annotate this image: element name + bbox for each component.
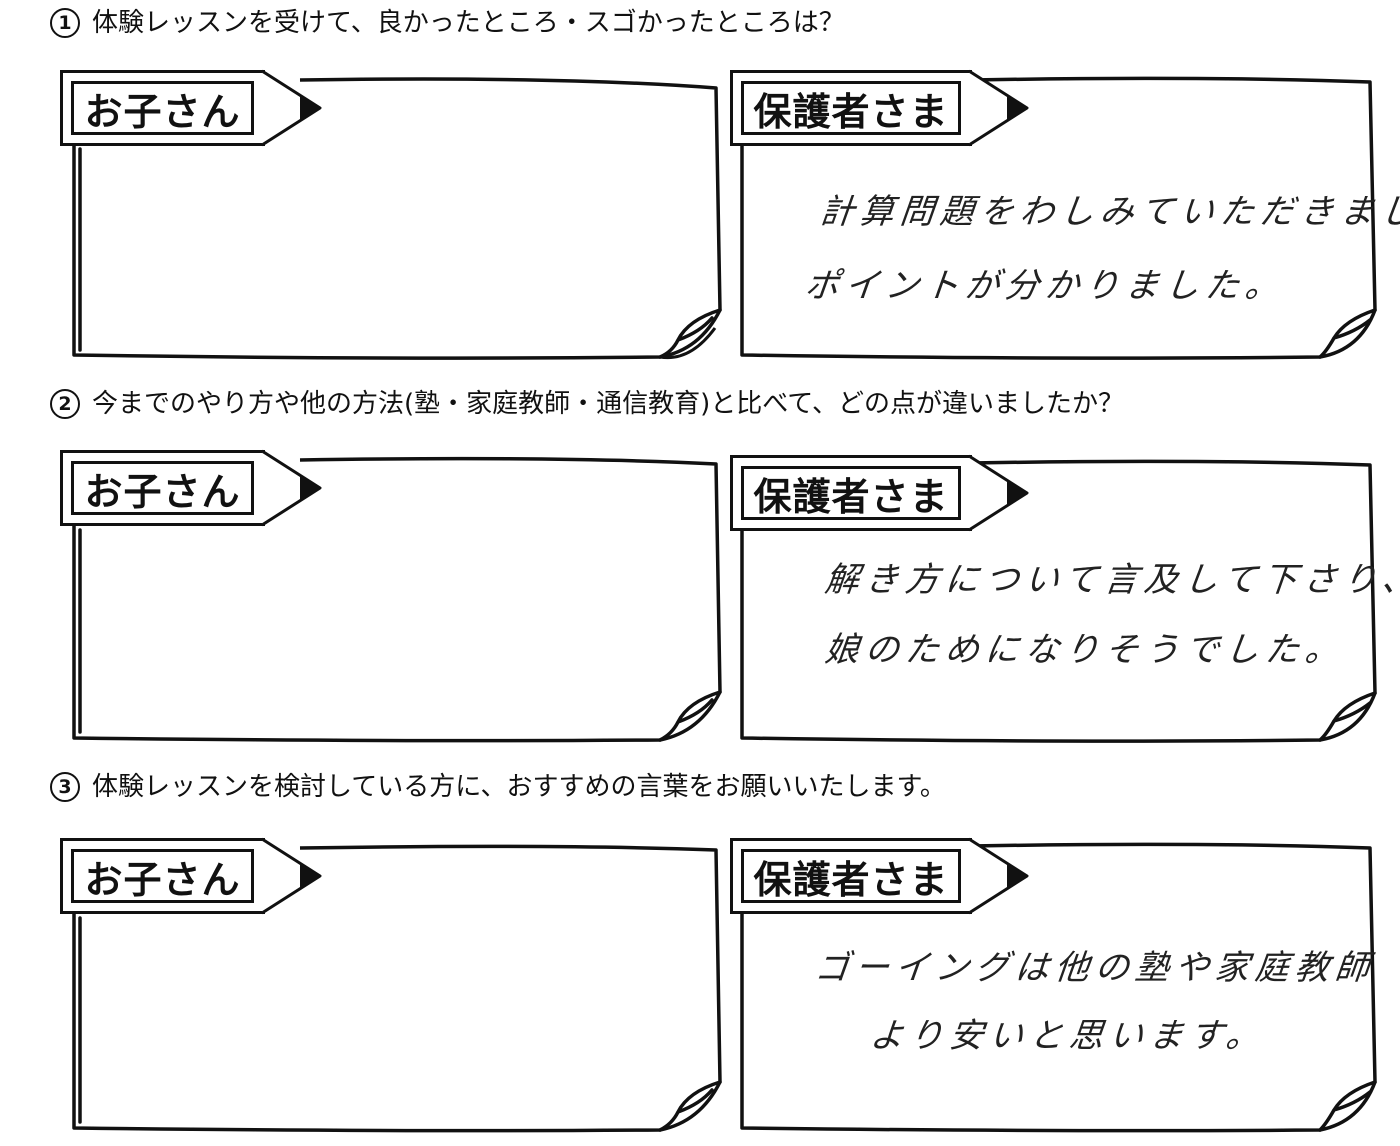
question-number: 2 [50,389,80,419]
pencil-tip-icon [968,69,1029,147]
child-answer-box-3[interactable]: お子さん [60,837,725,1138]
pencil-tip-icon [261,449,322,527]
question-number: 1 [50,8,80,38]
parent-tag: 保護者さま [730,454,1030,535]
child-label: お子さん [84,469,241,514]
parent-label: 保護者さま [753,89,949,134]
pencil-tip-icon [261,837,322,915]
question-text: 体験レッスンを受けて、良かったところ・スゴかったところは？ [92,8,845,38]
parent-answer-line-1: ゴーイングは他の塾や家庭教師 [812,948,1378,988]
parent-answer-box-2[interactable]: 保護者さま 解き方について言及して下さり、 娘のためになりそうでした。 [730,454,1400,748]
pencil-tip-icon [261,69,322,147]
parent-answer-line-2: より安いと思います。 [867,1016,1269,1056]
parent-answer-line-2: ポイントが分かりました。 [802,266,1288,306]
parent-answer-line-1: 計算問題をわしみていただきました [817,192,1400,232]
answer-box-outline [740,842,1377,1133]
child-tag: お子さん [60,837,330,918]
question-3: 3 体験レッスンを検討している方に、おすすめの言葉をお願いいたします。 [50,770,946,804]
parent-tag: 保護者さま [730,69,1030,150]
question-text: 今までのやり方や他の方法(塾・家庭教師・通信教育)と比べて、どの点が違いましたか… [92,389,1124,419]
parent-answer-line-2: 娘のためになりそうでした。 [822,630,1348,670]
parent-tag: 保護者さま [730,837,1030,918]
answer-box-outline [72,456,722,743]
child-answer-box-2[interactable]: お子さん [60,449,725,748]
answer-box-outline [72,844,722,1133]
parent-answer-line-1: 解き方について言及して下さり、 [822,560,1400,600]
question-2: 2 今までのやり方や他の方法(塾・家庭教師・通信教育)と比べて、どの点が違いました… [50,387,1124,421]
answer-box-outline [740,76,1377,360]
child-tag: お子さん [60,449,330,530]
child-answer-box-1[interactable]: お子さん [60,69,725,365]
answer-box-outline [72,77,722,360]
parent-answer-box-1[interactable]: 保護者さま 計算問題をわしみていただきました ポイントが分かりました。 [730,69,1400,365]
question-number: 3 [50,772,80,802]
question-text: 体験レッスンを検討している方に、おすすめの言葉をお願いいたします。 [92,772,946,802]
parent-answer-box-3[interactable]: 保護者さま ゴーイングは他の塾や家庭教師 より安いと思います。 [730,837,1380,1138]
answer-box-outline [740,459,1377,743]
pencil-tip-icon [968,454,1029,532]
question-1: 1 体験レッスンを受けて、良かったところ・スゴかったところは？ [50,6,845,40]
child-tag: お子さん [60,69,330,150]
parent-label: 保護者さま [753,474,949,519]
child-label: お子さん [84,89,241,134]
parent-label: 保護者さま [753,857,949,902]
child-label: お子さん [84,857,241,902]
pencil-tip-icon [968,837,1029,915]
